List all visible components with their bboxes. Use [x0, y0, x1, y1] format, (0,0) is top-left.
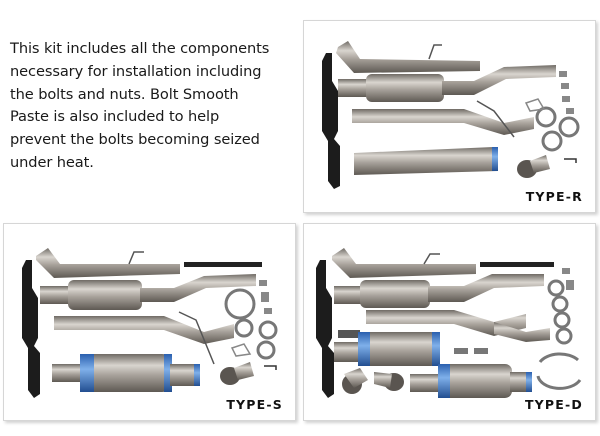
type-d-label: TYPE-D — [524, 397, 583, 412]
exhaust-kit-type-r-photo — [322, 41, 580, 189]
description-line: Paste is also included to help — [10, 108, 220, 126]
panel-type-d[interactable]: TYPE-D — [303, 223, 596, 421]
exhaust-kit-type-s-photo — [22, 248, 278, 398]
description-line: under heat. — [10, 153, 94, 171]
description-line: prevent the bolts becoming seized — [10, 131, 260, 149]
kit-description: This kit includes all the components nec… — [10, 38, 295, 175]
type-r-label: TYPE-R — [525, 189, 583, 204]
description-line: necessary for installation including — [10, 62, 262, 80]
description-line: the bolts and nuts. Bolt Smooth — [10, 85, 239, 103]
type-s-label: TYPE-S — [226, 397, 283, 412]
panel-type-s[interactable]: TYPE-S — [3, 223, 296, 421]
panel-type-r[interactable]: TYPE-R — [303, 20, 596, 213]
description-line: This kit includes all the components — [10, 40, 270, 57]
exhaust-kit-type-d-photo — [316, 248, 582, 398]
